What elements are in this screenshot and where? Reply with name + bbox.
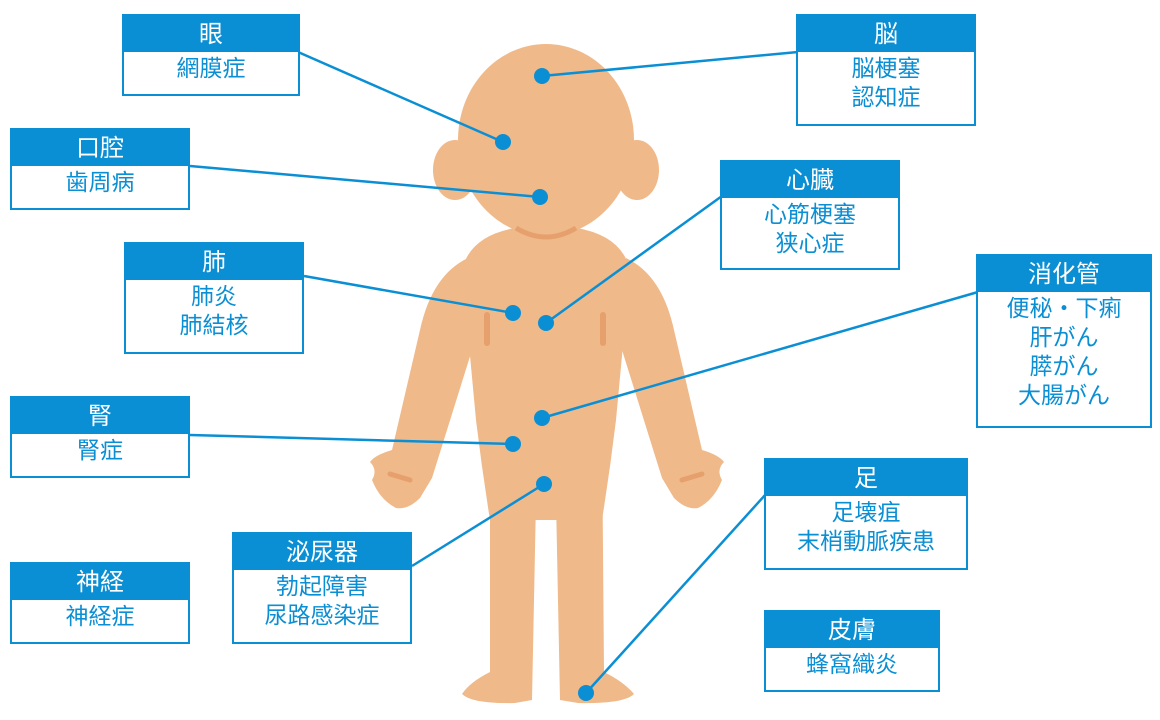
condition: 勃起障害 bbox=[234, 573, 410, 602]
eye-title: 眼 bbox=[124, 16, 298, 52]
condition: 便秘・下痢 bbox=[978, 295, 1150, 324]
human-body-illustration bbox=[370, 44, 724, 703]
condition: 末梢動脈疾患 bbox=[766, 528, 966, 557]
condition: 尿路感染症 bbox=[234, 602, 410, 631]
eye-marker bbox=[495, 134, 511, 150]
nerve-title: 神経 bbox=[12, 564, 188, 600]
digestive-conditions: 便秘・下痢 肝がん 膵がん 大腸がん bbox=[978, 292, 1150, 411]
eye-conditions: 網膜症 bbox=[124, 52, 298, 84]
digestive-title: 消化管 bbox=[978, 256, 1150, 292]
urinary-conditions: 勃起障害 尿路感染症 bbox=[234, 570, 410, 631]
digestive-marker bbox=[534, 410, 550, 426]
condition: 腎症 bbox=[12, 437, 188, 466]
condition: 大腸がん bbox=[978, 382, 1150, 411]
condition: 認知症 bbox=[798, 84, 974, 113]
oral-conditions: 歯周病 bbox=[12, 166, 188, 198]
condition: 神経症 bbox=[12, 603, 188, 632]
condition: 肺炎 bbox=[126, 283, 302, 312]
nerve-label-box: 神経 神経症 bbox=[10, 562, 190, 644]
condition: 蜂窩織炎 bbox=[766, 651, 938, 680]
left-arm-crease bbox=[484, 312, 490, 346]
foot-title: 足 bbox=[766, 460, 966, 496]
kidney-connector bbox=[190, 435, 513, 444]
brain-label-box: 脳 脳梗塞 認知症 bbox=[796, 14, 976, 126]
nerve-conditions: 神経症 bbox=[12, 600, 188, 632]
foot-label-box: 足 足壊疽 末梢動脈疾患 bbox=[764, 458, 968, 570]
condition: 歯周病 bbox=[12, 169, 188, 198]
urinary-title: 泌尿器 bbox=[234, 534, 410, 570]
lung-title: 肺 bbox=[126, 244, 302, 280]
urinary-label-box: 泌尿器 勃起障害 尿路感染症 bbox=[232, 532, 412, 644]
right-arm-crease bbox=[600, 312, 606, 346]
kidney-marker bbox=[505, 436, 521, 452]
foot-marker bbox=[578, 685, 594, 701]
kidney-label-box: 腎 腎症 bbox=[10, 396, 190, 478]
torso bbox=[462, 228, 630, 520]
condition: 肝がん bbox=[978, 324, 1150, 353]
heart-title: 心臓 bbox=[722, 162, 898, 198]
oral-label-box: 口腔 歯周病 bbox=[10, 128, 190, 210]
foot-connector bbox=[586, 494, 766, 693]
right-arm bbox=[622, 258, 724, 508]
digestive-label-box: 消化管 便秘・下痢 肝がん 膵がん 大腸がん bbox=[976, 254, 1152, 428]
kidney-conditions: 腎症 bbox=[12, 434, 188, 466]
condition: 脳梗塞 bbox=[798, 55, 974, 84]
condition: 心筋梗塞 bbox=[722, 201, 898, 230]
heart-conditions: 心筋梗塞 狭心症 bbox=[722, 198, 898, 259]
eye-label-box: 眼 網膜症 bbox=[122, 14, 300, 96]
heart-label-box: 心臓 心筋梗塞 狭心症 bbox=[720, 160, 900, 270]
brain-title: 脳 bbox=[798, 16, 974, 52]
lung-conditions: 肺炎 肺結核 bbox=[126, 280, 302, 341]
kidney-title: 腎 bbox=[12, 398, 188, 434]
condition: 網膜症 bbox=[124, 55, 298, 84]
skin-label-box: 皮膚 蜂窩織炎 bbox=[764, 610, 940, 692]
heart-marker bbox=[538, 315, 554, 331]
urinary-marker bbox=[536, 476, 552, 492]
brain-marker bbox=[534, 68, 550, 84]
condition: 膵がん bbox=[978, 353, 1150, 382]
condition: 狭心症 bbox=[722, 230, 898, 259]
condition: 肺結核 bbox=[126, 312, 302, 341]
brain-conditions: 脳梗塞 認知症 bbox=[798, 52, 974, 113]
oral-title: 口腔 bbox=[12, 130, 188, 166]
lung-label-box: 肺 肺炎 肺結核 bbox=[124, 242, 304, 354]
lung-marker bbox=[505, 305, 521, 321]
condition: 足壊疽 bbox=[766, 499, 966, 528]
foot-conditions: 足壊疽 末梢動脈疾患 bbox=[766, 496, 966, 557]
skin-conditions: 蜂窩織炎 bbox=[766, 648, 938, 680]
skin-title: 皮膚 bbox=[766, 612, 938, 648]
oral-marker bbox=[532, 189, 548, 205]
